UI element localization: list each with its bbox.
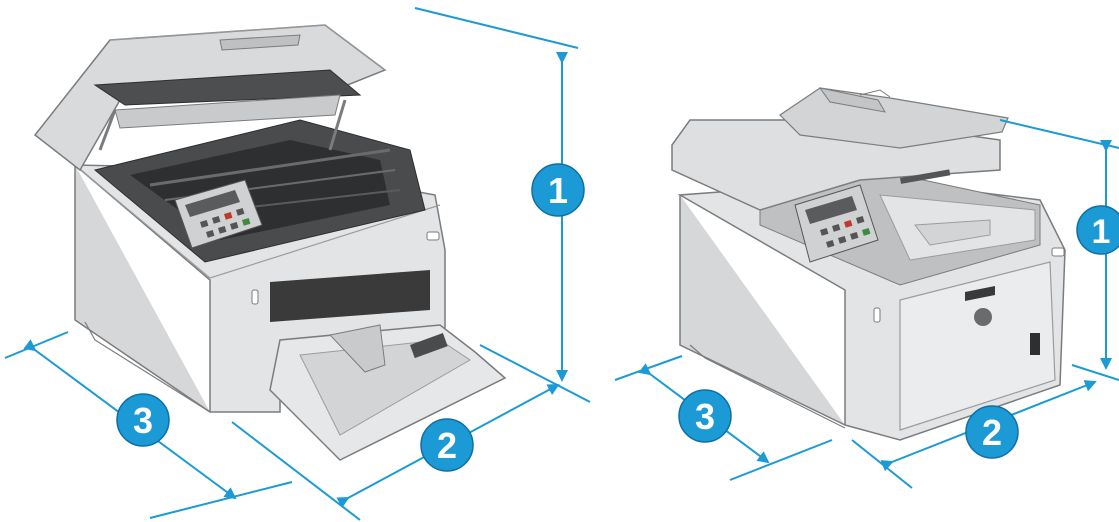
svg-text:3: 3 (695, 396, 715, 437)
callout-width-left: 3 (116, 393, 170, 447)
printer-open-control-panel (174, 179, 263, 249)
svg-text:2: 2 (982, 412, 1002, 453)
depth-extension-right (851, 439, 913, 489)
width-extension-bottom-left (149, 481, 293, 519)
printer-closed-illustration (671, 87, 1066, 441)
printer-open-illustration (33, 24, 507, 461)
svg-text:2: 2 (437, 425, 457, 466)
svg-text:3: 3 (133, 400, 153, 441)
callout-depth-left: 2 (420, 418, 474, 472)
height-extension-top-left (414, 7, 579, 49)
svg-text:1: 1 (548, 170, 568, 211)
width-extension-top-left (4, 331, 69, 359)
height-extension-bottom-left (479, 344, 591, 403)
printer-closed-control-panel (794, 184, 879, 263)
callout-width-right: 3 (678, 389, 732, 443)
height-extension-top-right (999, 119, 1119, 149)
width-extension-top-right (614, 355, 683, 381)
svg-text:1: 1 (1092, 213, 1111, 251)
width-extension-bottom-right (729, 439, 833, 481)
callout-depth-right: 2 (965, 405, 1019, 459)
height-extension-bottom-right (1071, 364, 1119, 381)
callout-height-left: 1 (531, 163, 585, 217)
callout-height-right: 1 (1076, 205, 1119, 255)
